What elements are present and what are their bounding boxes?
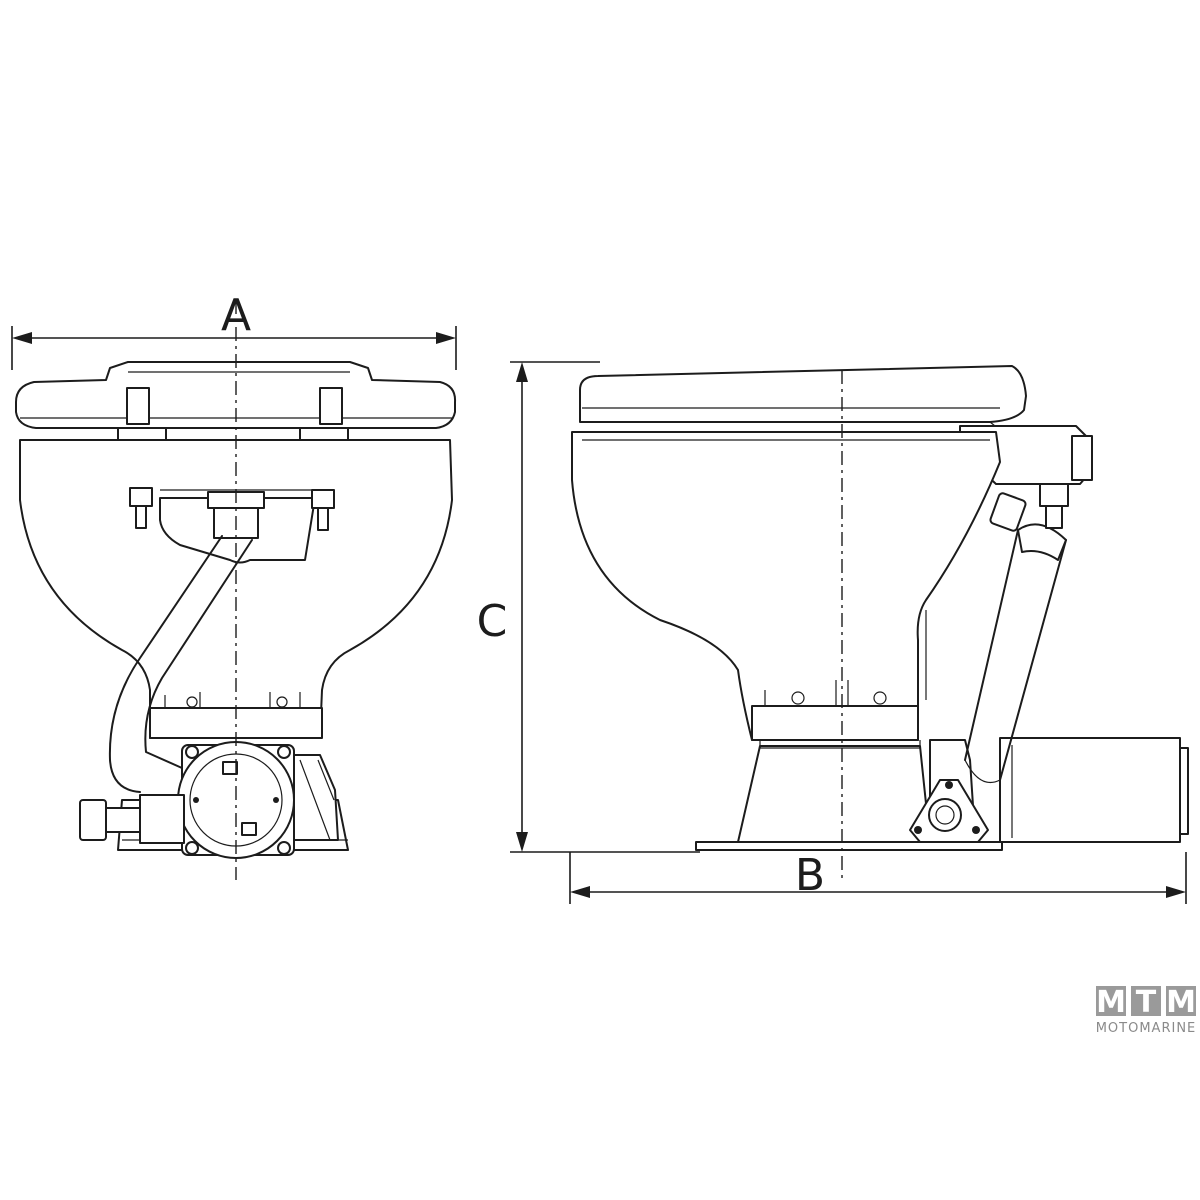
brand-letter-3: M xyxy=(1166,985,1196,1020)
side-motor xyxy=(999,737,1181,843)
dimension-a-label: A xyxy=(221,290,251,341)
dimension-c: C xyxy=(477,361,700,853)
dimension-c-label: C xyxy=(477,596,508,647)
brand-letter-2: T xyxy=(1136,985,1157,1020)
side-hose xyxy=(964,529,1019,761)
dimension-b: B xyxy=(569,850,1187,904)
brand-name: MOTOMARINE xyxy=(1096,1021,1197,1036)
front-view xyxy=(15,300,457,880)
front-hinge-left xyxy=(126,387,150,425)
brand-logo: M T M MOTOMARINE xyxy=(1096,985,1197,1036)
side-bowl xyxy=(571,431,1001,741)
side-view xyxy=(571,365,1189,880)
side-lid xyxy=(579,365,1027,423)
front-hose xyxy=(108,535,223,793)
brand-letter-1: M xyxy=(1096,985,1126,1020)
dimension-a: A xyxy=(11,290,457,370)
dimension-b-label: B xyxy=(795,850,825,901)
front-outlet xyxy=(79,799,107,841)
front-hinge-right xyxy=(319,387,343,425)
side-base-plate xyxy=(695,841,1003,851)
